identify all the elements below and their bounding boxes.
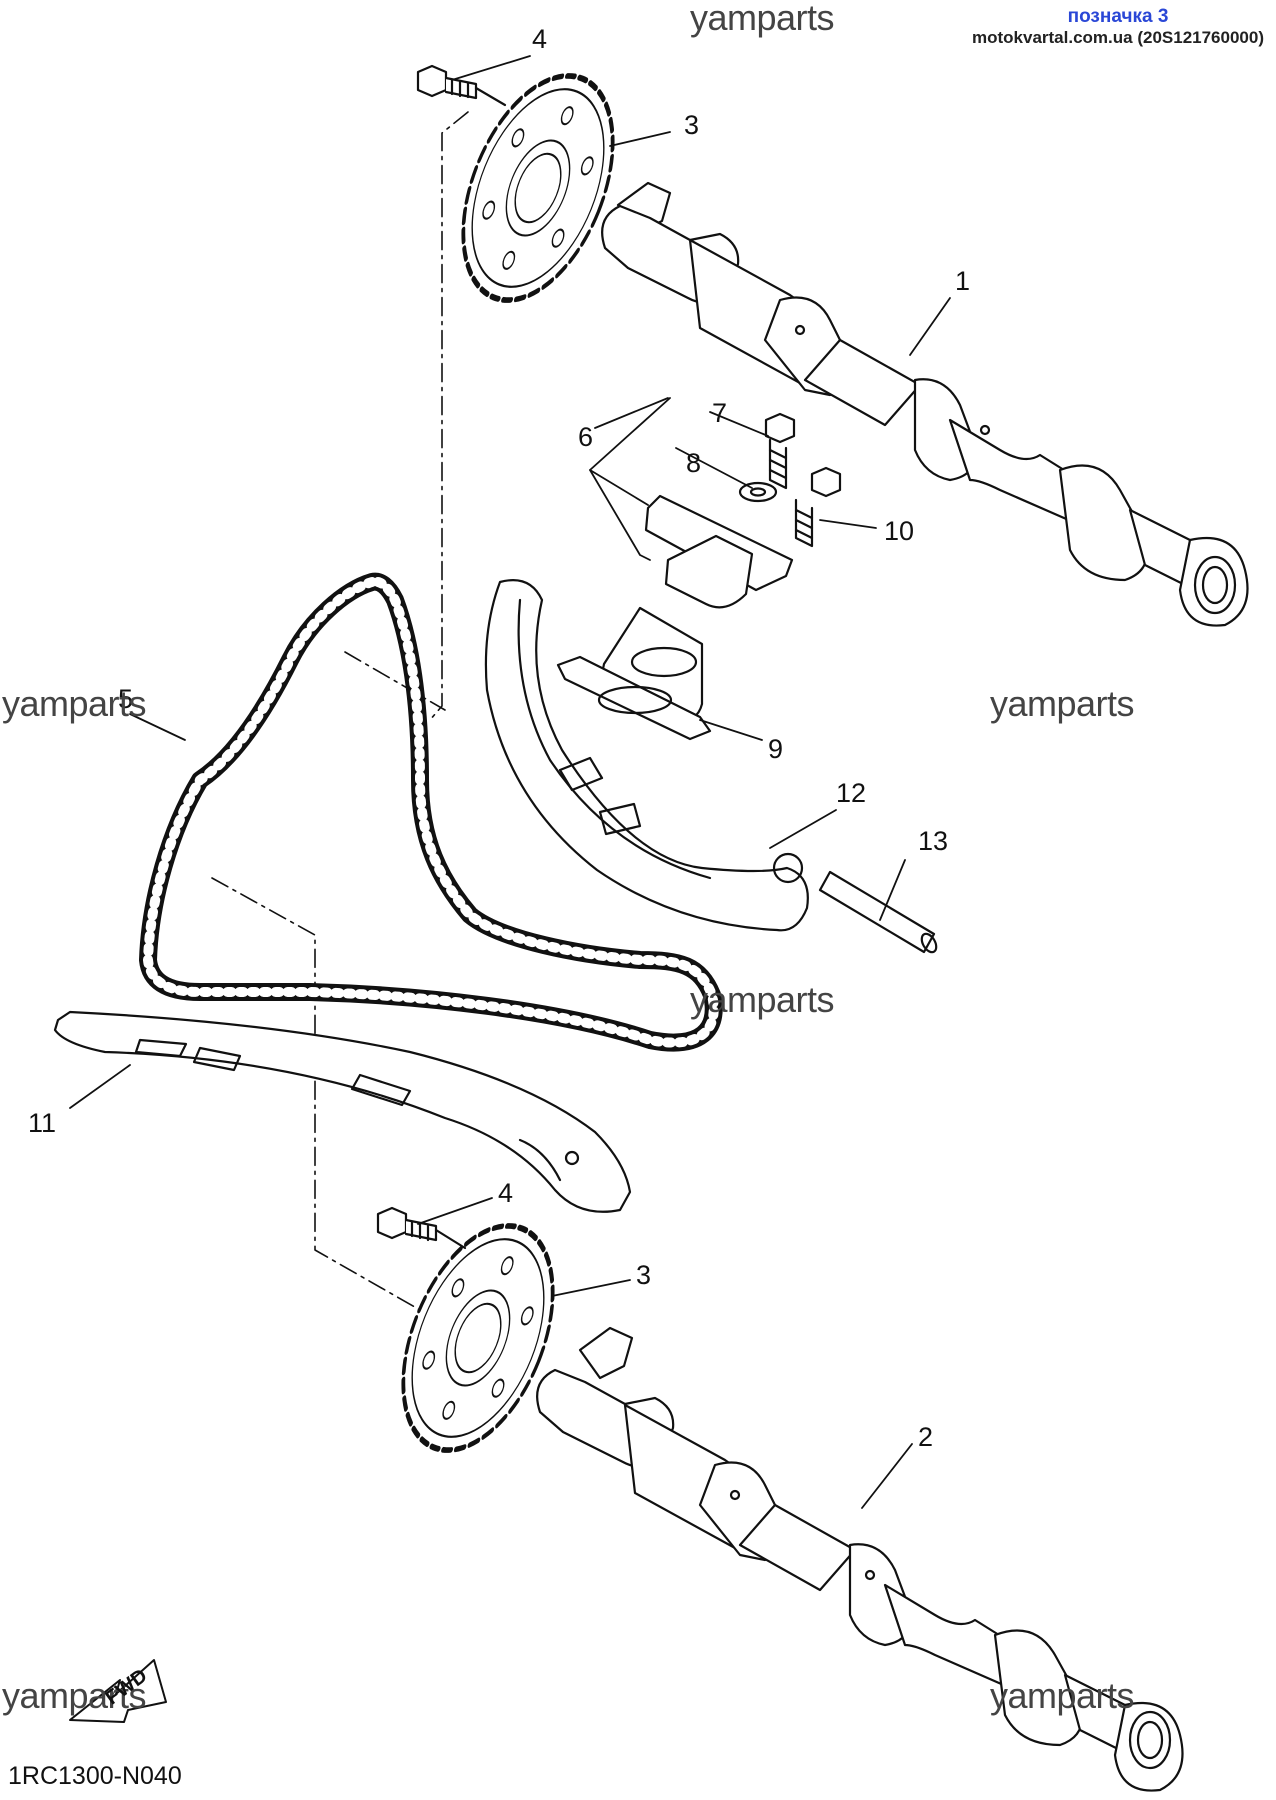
callout-2: 2: [918, 1422, 934, 1452]
watermark: yamparts: [990, 1675, 1135, 1716]
chain-guide-11: [53, 1010, 632, 1213]
tensioner-bolt-10: [794, 466, 842, 548]
watermark: yamparts: [2, 683, 147, 724]
camshaft-1: [601, 181, 1249, 627]
tensioner-bolt-7: [764, 412, 796, 490]
callout-3-bottom: 3: [636, 1260, 652, 1290]
chain-guide-12: [484, 579, 809, 932]
label-tag: позначка 3: [1067, 6, 1169, 27]
gasket-9: [556, 655, 712, 741]
callout-9: 9: [768, 734, 784, 764]
callout-4-top: 4: [532, 24, 548, 54]
fwd-arrow-icon: [69, 1659, 167, 1723]
upper-bolt: [416, 64, 507, 107]
pin-13: [818, 870, 938, 954]
diagram-code: 1RC1300-N040: [8, 1762, 182, 1790]
callout-5: 5: [118, 684, 134, 714]
callout-4-bottom: 4: [498, 1178, 514, 1208]
alignment-lines: [211, 111, 469, 1311]
lower-sprocket: [401, 1223, 555, 1453]
upper-sprocket: [461, 73, 615, 303]
watermark: yamparts: [690, 0, 835, 38]
callout-8: 8: [686, 448, 702, 478]
tensioner-assembly: [601, 494, 794, 724]
timing-chain-5: [139, 572, 723, 1052]
callout-7: 7: [712, 398, 728, 428]
callout-3-top: 3: [684, 110, 700, 140]
source-url: motokvartal.com.ua (20S121760000): [972, 27, 1264, 47]
washer-8: [738, 481, 778, 503]
watermark: yamparts: [2, 1675, 147, 1716]
watermark: yamparts: [990, 683, 1135, 724]
callout-1: 1: [955, 266, 971, 296]
callout-10: 10: [884, 516, 915, 546]
callout-13: 13: [918, 826, 949, 856]
lower-bolt: [376, 1206, 467, 1250]
callout-6: 6: [578, 422, 594, 452]
callout-12: 12: [836, 778, 867, 808]
leader-lines: [69, 55, 951, 1509]
callout-11: 11: [28, 1108, 57, 1138]
watermark: yamparts: [690, 979, 835, 1020]
camshaft-2: [536, 1326, 1184, 1792]
source-tag: позначка 3 motokvartal.com.ua (20S121760…: [972, 6, 1264, 47]
